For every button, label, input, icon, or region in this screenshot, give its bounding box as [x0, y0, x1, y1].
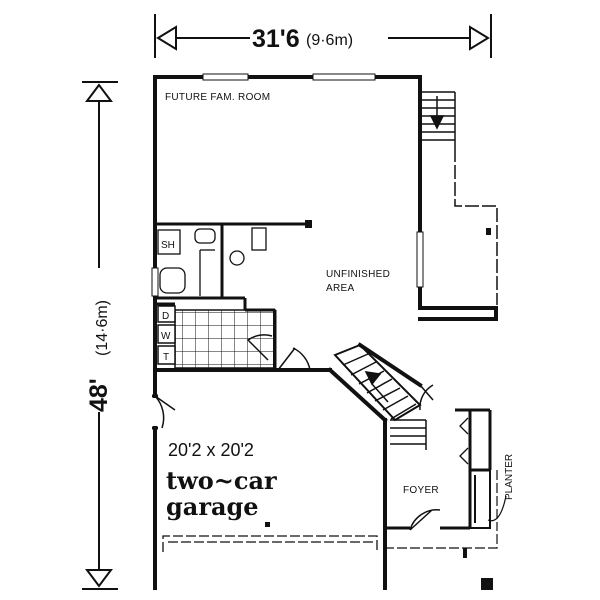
garage-size-label: 20'2 x 20'2 [168, 440, 254, 460]
room-label-unfinished: UNFINISHED [326, 269, 390, 280]
porch-post [463, 548, 467, 558]
garage-post [265, 522, 270, 527]
lamp-post [481, 578, 493, 590]
tub-label: T [163, 352, 169, 363]
porch-outline [384, 470, 498, 549]
laundry-appliances [157, 305, 176, 365]
wall-end [305, 220, 312, 228]
width-dimension-label: 31'6 [252, 25, 300, 53]
foyer-closet-swings [459, 417, 469, 465]
post [486, 228, 491, 235]
door-swings [152, 334, 441, 531]
width-dimension [154, 14, 492, 58]
windows [151, 73, 424, 297]
room-label-future-family-room: FUTURE FAM. ROOM [165, 92, 270, 103]
room-label-unfinished-area: AREA [326, 283, 354, 294]
depth-dimension-label: 48' [85, 378, 113, 412]
garage-label-line1: two~car [166, 466, 277, 495]
deck-outline [454, 148, 498, 305]
garage-door [162, 535, 378, 552]
laundry-tile-floor [174, 309, 276, 369]
depth-dimension [82, 81, 118, 590]
main-stair [333, 343, 427, 450]
planter-leader [487, 495, 507, 522]
room-label-foyer: FOYER [403, 485, 439, 496]
shower-label: SH [161, 240, 175, 251]
washer-label: W [161, 331, 171, 342]
planter-label: PLANTER [504, 454, 515, 500]
dryer-label: D [162, 311, 169, 322]
width-metric-label: (9·6m) [306, 32, 353, 49]
garage-label-line2: garage [166, 492, 259, 521]
exterior-walls [153, 75, 498, 590]
planter [469, 469, 491, 529]
bathroom-fixtures [157, 227, 267, 296]
depth-metric-label: (14·6m) [94, 300, 111, 356]
upper-stair [420, 91, 456, 148]
